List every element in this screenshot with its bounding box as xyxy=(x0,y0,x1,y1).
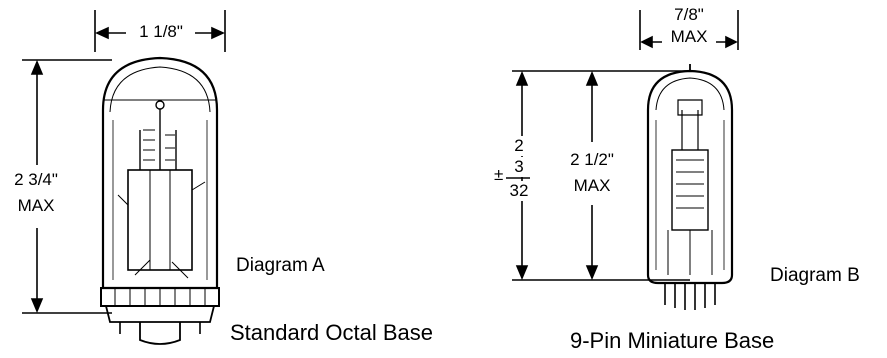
height-label-b-line2: MAX xyxy=(560,176,624,196)
min-height-denominator: 32 xyxy=(504,181,534,201)
height-label-a-line2: MAX xyxy=(6,196,66,216)
height-label-b-line1: 2 1/2" xyxy=(560,150,624,170)
octal-tube-icon xyxy=(100,56,220,345)
width-label-a: 1 1/8" xyxy=(139,22,183,41)
width-dimension-b xyxy=(639,10,739,50)
height-label-a-line1: 2 3/4" xyxy=(6,170,66,190)
height-dimension-a xyxy=(22,59,112,314)
miniature-tube-icon xyxy=(646,64,734,310)
width-label-b-line1: 7/8" xyxy=(674,5,704,24)
diagram-a-label: Diagram A xyxy=(236,255,325,276)
width-dimension-a xyxy=(94,10,226,52)
diagram-b-label: Diagram B xyxy=(770,265,860,286)
width-label-b-line2: MAX xyxy=(670,27,708,46)
octal-base-caption: Standard Octal Base xyxy=(230,320,434,345)
miniature-base-caption: 9-Pin Miniature Base xyxy=(570,328,775,353)
min-height-numerator: 3 xyxy=(508,157,530,177)
min-height-whole: 2 xyxy=(508,136,530,156)
plus-minus-sign: ± xyxy=(494,165,504,184)
max-height-dimension-b xyxy=(585,70,599,281)
